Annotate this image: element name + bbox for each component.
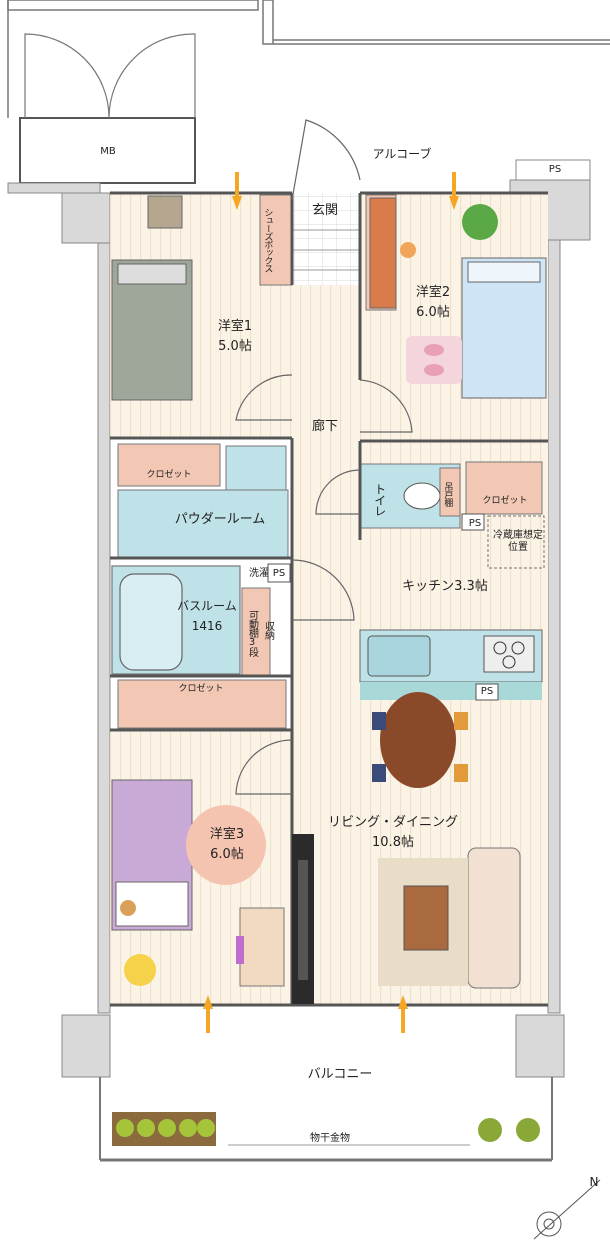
- alcove-label: アルコーブ: [372, 147, 432, 161]
- fridge-space: [487, 515, 545, 569]
- room2-name: 洋室2: [415, 285, 451, 300]
- storage-label: 収納: [262, 621, 274, 639]
- powder-room-label: パウダールーム: [174, 512, 266, 527]
- north-label: N: [589, 1175, 599, 1189]
- room2-size: 6.0帖: [416, 305, 450, 320]
- bathroom-size: 1416: [191, 619, 223, 633]
- top-outside: [7, 0, 610, 118]
- ps-boxes: [267, 513, 499, 701]
- shoes-box-label: シューズボックス: [262, 208, 273, 272]
- kitchen-label: キッチン3.3帖: [402, 579, 488, 594]
- movable-shelf-label: 可動棚3段: [246, 610, 258, 656]
- door-swings: [235, 119, 413, 795]
- ps-label-kitchen: PS: [480, 686, 494, 697]
- room3-size: 6.0帖: [210, 847, 244, 862]
- balcony-label: バルコニー: [307, 1067, 373, 1082]
- room1-size: 5.0帖: [218, 339, 252, 354]
- airflow-arrows: [203, 172, 459, 1033]
- clothes-rail-label: 物干金物: [310, 1133, 350, 1144]
- toilet-label: トイレ: [372, 482, 387, 516]
- living-name: リビング・ダイニング: [327, 815, 458, 830]
- living-size: 10.8帖: [372, 835, 414, 850]
- bed-room2: [461, 257, 547, 399]
- closet-label-3: クロゼット: [178, 684, 224, 694]
- hanging-shelf-label: 吊戸棚: [442, 482, 453, 506]
- entrance-label: 玄関: [311, 203, 338, 218]
- closet-label-1: クロゼット: [146, 470, 192, 480]
- furniture: [120, 195, 521, 1004]
- room1-name: 洋室1: [217, 319, 253, 334]
- bed-room1: [111, 259, 193, 401]
- structural-walls: [7, 159, 591, 1078]
- bathroom-name: バスルーム: [177, 599, 237, 613]
- ps-label-top: PS: [548, 164, 562, 175]
- plants: [112, 204, 540, 1146]
- hallway-label: 廊下: [311, 419, 338, 434]
- closets: [117, 194, 543, 729]
- room3-name: 洋室3: [209, 827, 245, 842]
- ps-label-toilet: PS: [468, 518, 482, 529]
- washing-label: 洗濯: [249, 568, 269, 579]
- closet-label-2: クロゼット: [482, 496, 528, 506]
- genkan-stairs: [292, 229, 360, 271]
- balcony-area: [99, 1077, 553, 1162]
- mb-label: MB: [100, 146, 116, 157]
- fridge-label: 冷蔵庫想定位置: [493, 530, 543, 553]
- mb-cabinet: [19, 33, 196, 184]
- compass-icon: [533, 1179, 601, 1240]
- ps-label-bath: PS: [272, 568, 286, 579]
- wet-areas: [111, 445, 543, 700]
